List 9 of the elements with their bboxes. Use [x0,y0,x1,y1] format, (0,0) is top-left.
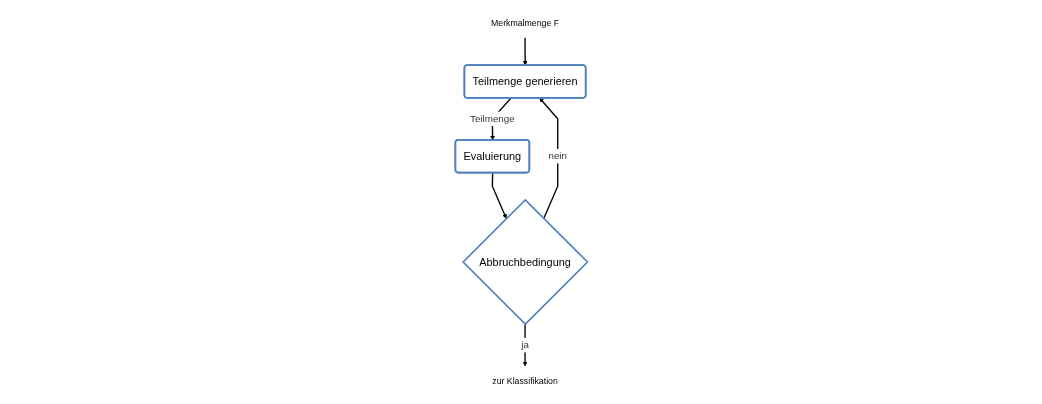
edge-label: nein [548,150,567,162]
edge-label: Teilmenge [469,113,515,125]
node-diamond: Abbruchbedingung [461,198,589,326]
arrow [539,97,558,220]
edge-label: ja [520,339,529,351]
node-text: zur Klassifikation [491,375,558,386]
node-text: Merkmalmenge F [490,18,559,28]
arrow [491,172,507,219]
arrow [522,37,528,66]
